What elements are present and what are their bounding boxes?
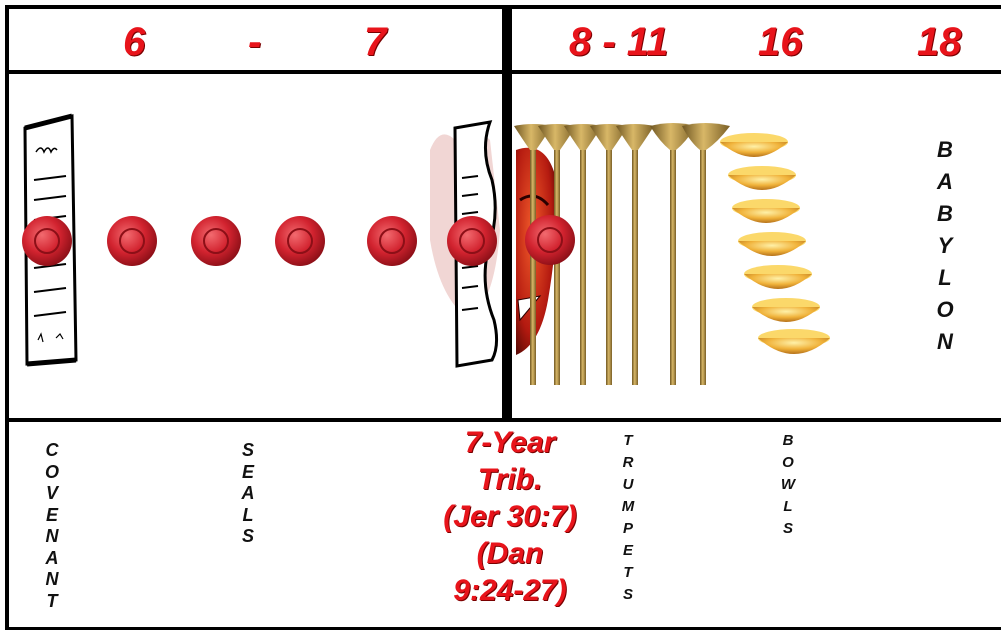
trumpets-letter: T: [623, 562, 632, 584]
babylon-letter: L: [938, 262, 951, 294]
seal-2: [107, 216, 157, 266]
bowl-6: [752, 298, 820, 322]
bowl-1: [720, 133, 788, 157]
trumpets-letter: S: [623, 584, 633, 606]
babylon-letter: A: [937, 166, 953, 198]
trib-line: (Dan: [420, 535, 600, 572]
trumpets-letter: U: [623, 474, 634, 496]
seals-letter: E: [242, 462, 254, 484]
bowl-7: [758, 329, 830, 354]
bowls-letter: B: [783, 430, 794, 452]
bowls-letter: O: [782, 452, 794, 474]
trumpets-letter: R: [623, 452, 634, 474]
bowl-5: [744, 265, 812, 289]
covenant-letter: E: [46, 505, 58, 527]
covenant-label: C O V E N A N T: [40, 440, 64, 612]
trumpets-letter: P: [623, 518, 633, 540]
seven-year-tribulation-label: 7-Year Trib. (Jer 30:7) (Dan 9:24-27): [420, 424, 600, 609]
trumpet-4: [590, 124, 628, 385]
bowls-label: B O W L S: [776, 430, 800, 540]
trumpets-label: T R U M P E T S: [616, 430, 640, 606]
bowls-stack: [720, 133, 830, 354]
trib-line: Trib.: [420, 461, 600, 498]
trumpet-7: [682, 123, 730, 385]
babylon-letter: B: [937, 134, 953, 166]
bowl-4: [738, 232, 806, 256]
bowls-letter: S: [783, 518, 793, 540]
seal-3: [191, 216, 241, 266]
covenant-letter: O: [45, 462, 59, 484]
bowl-3: [732, 199, 800, 223]
trib-line: (Jer 30:7): [420, 498, 600, 535]
babylon-letter: Y: [938, 230, 953, 262]
bowl-2: [728, 166, 796, 190]
trumpet-5: [616, 124, 654, 385]
trumpet-6: [650, 123, 696, 385]
bowls-letter: L: [783, 496, 792, 518]
trib-line: 7-Year: [420, 424, 600, 461]
seals-letter: L: [243, 505, 254, 527]
trumpets-letter: T: [623, 430, 632, 452]
seal-5: [367, 216, 417, 266]
seals-letter: S: [242, 440, 254, 462]
covenant-letter: N: [46, 526, 59, 548]
seal-4: [275, 216, 325, 266]
seals-letter: S: [242, 526, 254, 548]
covenant-letter: V: [46, 483, 58, 505]
bowls-letter: W: [781, 474, 795, 496]
seals-letter: A: [242, 483, 255, 505]
trumpets-letter: M: [622, 496, 635, 518]
seal-7: [525, 215, 575, 265]
trib-line: 9:24-27): [420, 572, 600, 609]
babylon-letter: B: [937, 198, 953, 230]
babylon-letter: N: [937, 326, 953, 358]
seal-6: [447, 216, 497, 266]
covenant-letter: N: [46, 569, 59, 591]
seals-label: S E A L S: [236, 440, 260, 548]
seal-1: [22, 216, 72, 266]
babylon-label: B A B Y L O N: [930, 134, 960, 358]
trumpets-letter: E: [623, 540, 633, 562]
covenant-letter: C: [46, 440, 59, 462]
covenant-letter: A: [46, 548, 59, 570]
babylon-letter: O: [936, 294, 953, 326]
covenant-letter: T: [47, 591, 58, 613]
